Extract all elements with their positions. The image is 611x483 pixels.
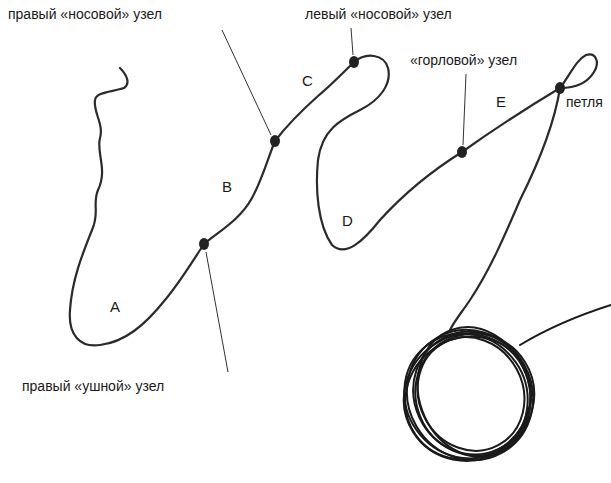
knot xyxy=(349,56,359,68)
string-tail xyxy=(450,88,560,330)
knot xyxy=(199,238,209,250)
segment-letter: A xyxy=(110,298,120,316)
knot xyxy=(555,82,565,94)
segment-letter: B xyxy=(222,178,232,196)
leader-line xyxy=(222,30,271,135)
part-label: правый «носовой» узел xyxy=(8,6,162,23)
part-label: левый «носовой» узел xyxy=(305,6,452,23)
coil xyxy=(379,305,611,483)
segment-letter: D xyxy=(342,212,353,230)
knots xyxy=(199,56,565,250)
segment-letter: C xyxy=(302,72,313,90)
segment-letter: E xyxy=(496,93,506,111)
loop xyxy=(560,54,597,88)
part-label: петля xyxy=(566,94,603,111)
knot xyxy=(457,146,467,158)
knot xyxy=(270,135,280,147)
part-label: «горловой» узел xyxy=(410,52,517,69)
leader-line xyxy=(463,74,466,145)
part-label: правый «ушной» узел xyxy=(22,378,164,395)
string xyxy=(70,56,560,346)
leader-line xyxy=(206,252,228,372)
leader-line xyxy=(351,28,353,55)
